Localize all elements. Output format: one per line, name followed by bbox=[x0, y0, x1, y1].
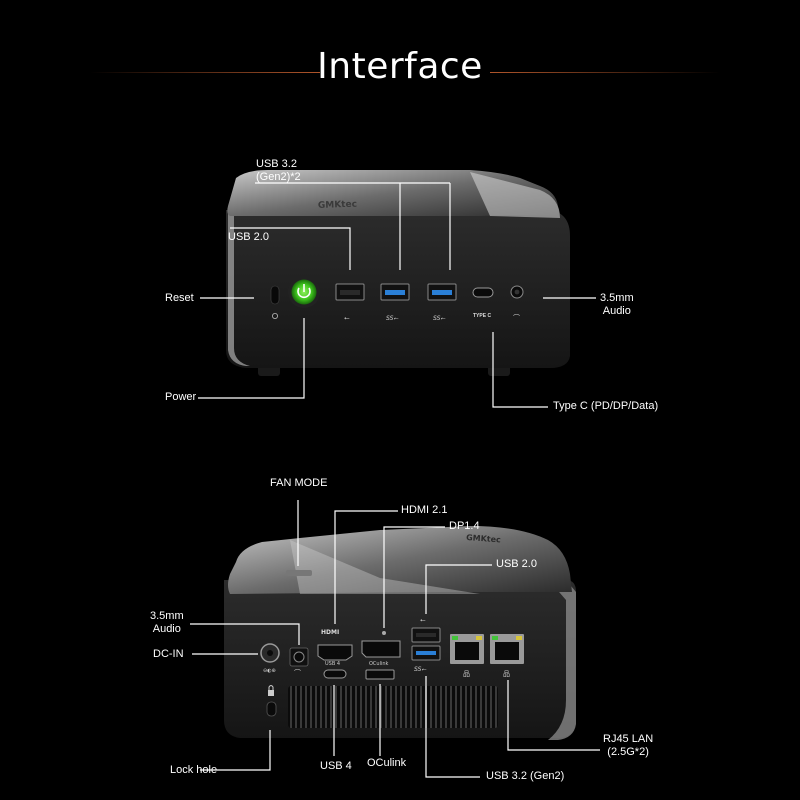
page-title: Interface bbox=[317, 46, 483, 87]
label-front-audio: 3.5mm Audio bbox=[600, 292, 634, 317]
front-brand-text: GMKtec bbox=[318, 200, 357, 211]
label-usb4: USB 4 bbox=[320, 760, 352, 772]
label-reset: Reset bbox=[165, 292, 194, 304]
svg-text:SS⭠: SS⭠ bbox=[433, 315, 446, 322]
svg-text:品: 品 bbox=[503, 670, 510, 678]
svg-text:HDMI: HDMI bbox=[321, 629, 339, 636]
svg-text:USB 4: USB 4 bbox=[325, 661, 340, 667]
label-front-usb20: USB 2.0 bbox=[228, 231, 269, 243]
label-oculink: OCulink bbox=[367, 757, 407, 769]
rear-hdmi-port bbox=[317, 644, 353, 661]
svg-text:品: 品 bbox=[463, 670, 470, 678]
reset-hole bbox=[270, 285, 280, 305]
rear-unit: GMKtec ⌒ ⊖◐⊕ HDMI USB 4 OCulink ⭠ SS⭠ bbox=[224, 526, 576, 740]
lock-hole bbox=[266, 701, 277, 717]
label-hdmi: HDMI 2.1 bbox=[401, 504, 448, 516]
label-usb32-gen2x2: USB 3.2 (Gen2)*2 bbox=[256, 158, 301, 183]
label-dc-in: DC-IN bbox=[153, 648, 184, 660]
rear-vent bbox=[288, 686, 498, 728]
label-usb32-gen2: USB 3.2 (Gen2) bbox=[486, 770, 565, 782]
svg-text:⭠: ⭠ bbox=[420, 616, 426, 624]
label-rear-audio: 3.5mm Audio bbox=[150, 610, 184, 635]
svg-text:⌒: ⌒ bbox=[294, 669, 301, 677]
fan-mode-button bbox=[286, 570, 312, 576]
svg-text:SS⭠: SS⭠ bbox=[386, 315, 399, 322]
svg-text:SS⭠: SS⭠ bbox=[414, 666, 427, 673]
rear-oculink-port bbox=[365, 669, 395, 680]
front-leader-lines bbox=[198, 182, 596, 408]
rear-usb4-port bbox=[323, 669, 347, 679]
svg-text:⭠: ⭠ bbox=[344, 314, 350, 322]
svg-text:OCulink: OCulink bbox=[369, 661, 389, 667]
rear-leader-lines bbox=[190, 500, 600, 778]
front-typec-port bbox=[472, 287, 494, 298]
label-fan-mode: FAN MODE bbox=[270, 477, 328, 489]
svg-text:⌒: ⌒ bbox=[513, 314, 520, 322]
rear-brand-text: GMKtec bbox=[466, 533, 502, 544]
label-typec: Type C (PD/DP/Data) bbox=[553, 400, 659, 412]
rj45-port-2 bbox=[490, 634, 524, 664]
label-lock-hole: Lock hole bbox=[170, 764, 218, 776]
label-rj45-lan: RJ45 LAN (2.5G*2) bbox=[603, 733, 654, 758]
label-dp: DP1.4 bbox=[449, 520, 480, 532]
rear-audio-jack bbox=[293, 651, 305, 663]
svg-text:⊖◐⊕: ⊖◐⊕ bbox=[263, 668, 276, 674]
rj45-port-1 bbox=[450, 634, 484, 664]
title-rule-left bbox=[90, 72, 320, 73]
rear-lid bbox=[228, 526, 572, 594]
title-rule-right bbox=[490, 72, 720, 73]
label-rear-usb20: USB 2.0 bbox=[496, 558, 537, 570]
rear-dp-port bbox=[361, 640, 401, 658]
typec-port-text: TYPE C bbox=[473, 313, 492, 319]
label-power: Power bbox=[165, 391, 197, 403]
front-unit: GMKtec ⭠ SS⭠ SS⭠ ⌒ bbox=[226, 170, 570, 376]
